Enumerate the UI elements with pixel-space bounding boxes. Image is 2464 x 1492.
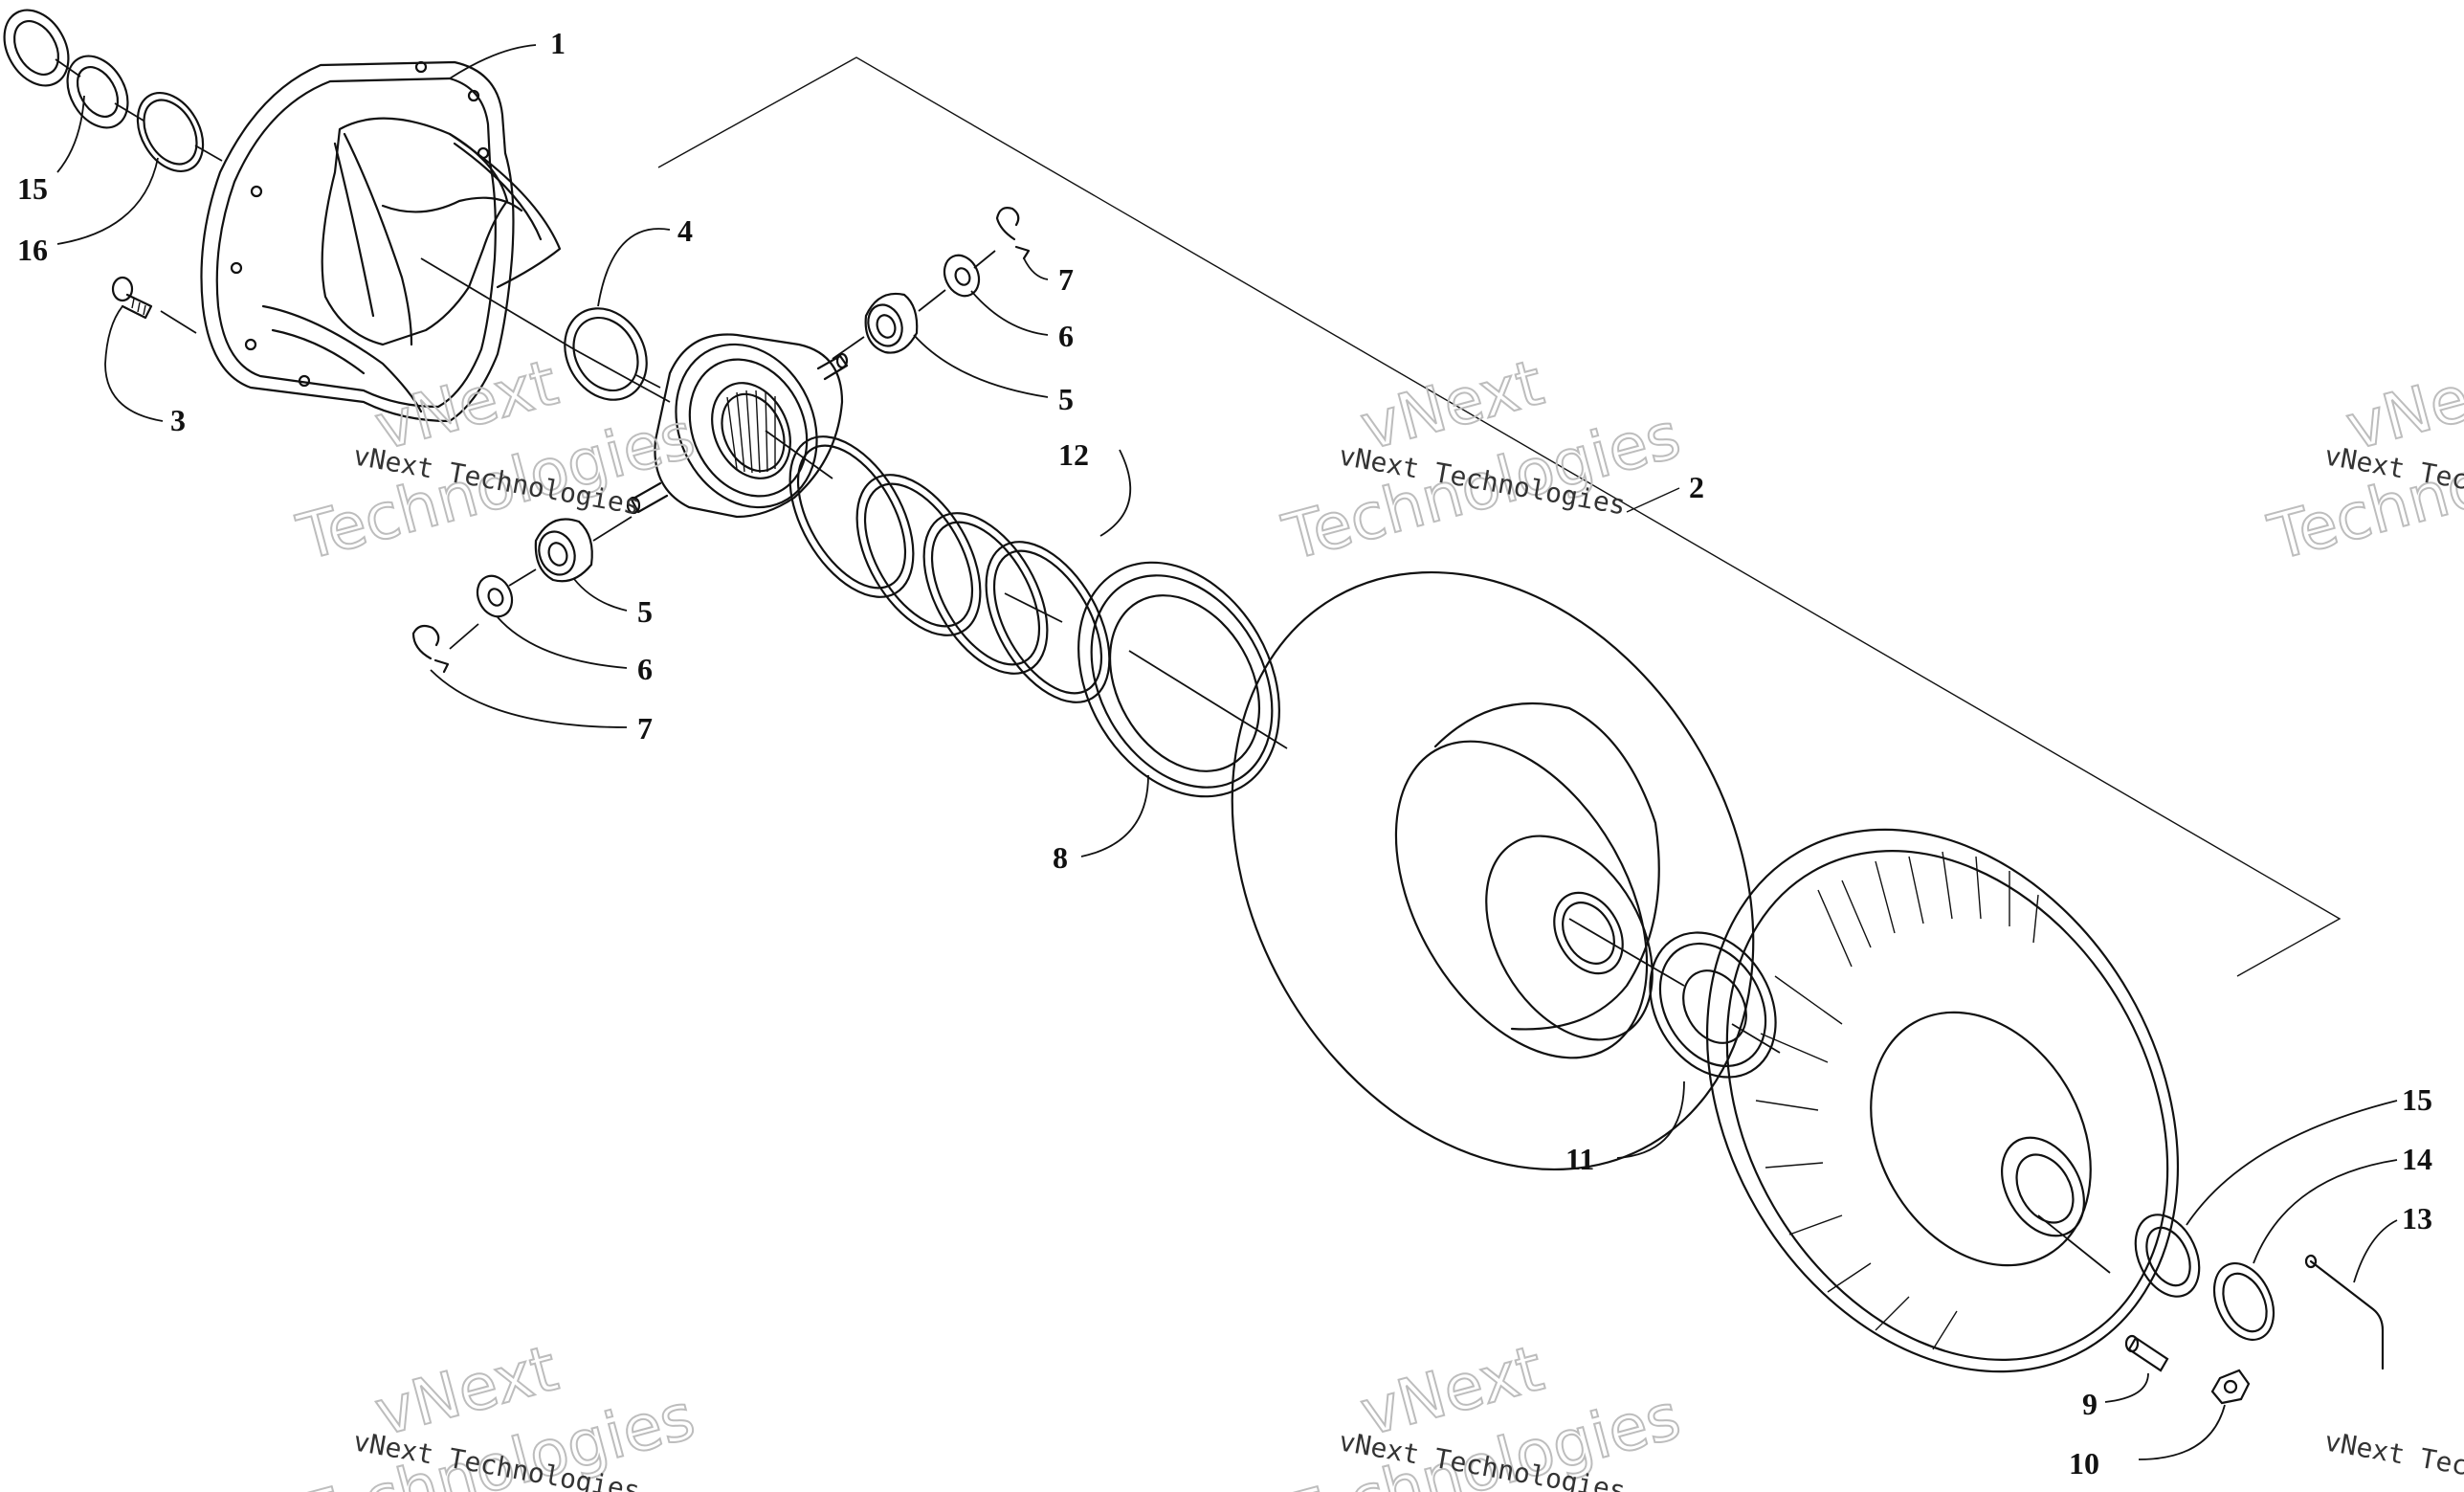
callout-16: 16 — [17, 233, 48, 267]
eclip-7-upper — [995, 207, 1031, 260]
callout-9: 9 — [2082, 1387, 2098, 1421]
pin-9 — [2124, 1334, 2169, 1372]
callout-12: 12 — [1058, 437, 1089, 472]
eclip-7-lower — [411, 624, 450, 674]
washer-6-lower — [476, 574, 514, 618]
watermark: vNext Technologies vNext Technologies vN… — [289, 345, 2464, 1492]
washer-6-upper — [943, 254, 981, 298]
callout-7b: 7 — [637, 711, 653, 746]
callout-4: 4 — [677, 213, 693, 248]
callout-7a: 7 — [1058, 262, 1074, 297]
snap-ring-14 — [2212, 1262, 2275, 1341]
callout-15a: 15 — [17, 171, 48, 206]
spider-hub — [626, 333, 849, 519]
seal-8 — [1077, 561, 1280, 798]
bushing-11 — [1649, 931, 1777, 1079]
callout-3: 3 — [170, 403, 186, 437]
callout-10: 10 — [2069, 1446, 2099, 1481]
callout-5a: 5 — [1058, 382, 1074, 416]
movable-sheave — [1231, 570, 1755, 1171]
callout-1: 1 — [550, 26, 566, 60]
snap-ring-4 — [564, 307, 648, 401]
callout-11: 11 — [1565, 1142, 1594, 1176]
callout-labels: 1 2 3 4 5 5 6 6 7 7 8 9 10 11 12 13 14 1… — [17, 26, 2432, 1481]
roller-5-upper — [864, 292, 919, 354]
tool-13 — [2304, 1254, 2385, 1370]
spring-12 — [788, 435, 1111, 703]
callout-14: 14 — [2402, 1142, 2432, 1176]
callout-6a: 6 — [1058, 319, 1074, 353]
callout-6b: 6 — [637, 652, 653, 686]
seal-15-lower — [2134, 1214, 2201, 1298]
watermark-small-6: vNext Technologies — [2322, 1425, 2464, 1492]
callout-2: 2 — [1689, 470, 1704, 504]
roller-5-lower — [534, 518, 593, 583]
washer-16 — [136, 91, 205, 173]
nut-10 — [2210, 1369, 2251, 1405]
callout-15b: 15 — [2402, 1082, 2432, 1117]
seal-15-top — [3, 9, 129, 129]
callout-5b: 5 — [637, 594, 653, 629]
callout-8: 8 — [1053, 840, 1068, 875]
assembly-bracket — [657, 56, 2342, 977]
screw-3 — [111, 276, 153, 320]
callout-13: 13 — [2402, 1201, 2432, 1236]
fixed-sheave — [1705, 828, 2180, 1373]
